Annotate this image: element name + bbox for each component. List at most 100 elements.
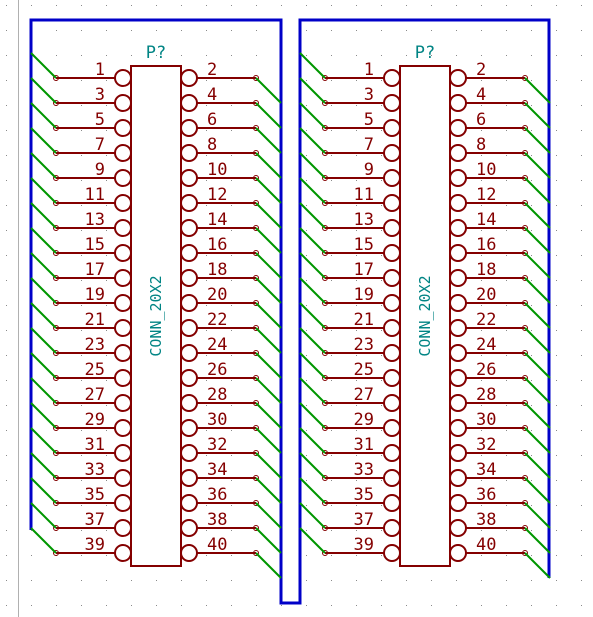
pin-29[interactable]: 29: [30, 402, 132, 437]
bus-entry-wire[interactable]: [524, 202, 551, 229]
bus-entry-wire[interactable]: [524, 552, 551, 579]
bus-entry-wire[interactable]: [524, 252, 551, 279]
bus-entry-wire[interactable]: [524, 452, 551, 479]
pin-21[interactable]: 21: [30, 302, 132, 337]
bus-entry-wire[interactable]: [299, 352, 326, 379]
pin-31[interactable]: 31: [30, 427, 132, 462]
pin-34[interactable]: 34: [180, 460, 282, 504]
pin-13[interactable]: 13: [30, 202, 132, 237]
bus-entry-wire[interactable]: [299, 327, 326, 354]
pin-19[interactable]: 19: [30, 277, 132, 312]
bus-entry-wire[interactable]: [255, 327, 282, 354]
pin-14[interactable]: 14: [449, 210, 551, 254]
pin-26[interactable]: 26: [449, 360, 551, 404]
bus-entry-wire[interactable]: [299, 477, 326, 504]
bus-entry-wire[interactable]: [255, 477, 282, 504]
bus-entry-wire[interactable]: [299, 177, 326, 204]
bus-entry-wire[interactable]: [255, 352, 282, 379]
bus-entry-wire[interactable]: [30, 477, 57, 504]
bus-entry-wire[interactable]: [255, 302, 282, 329]
pin-1[interactable]: 1: [30, 52, 132, 87]
pin-11[interactable]: 11: [30, 177, 132, 212]
pin-40[interactable]: 40: [449, 535, 551, 579]
bus-entry-wire[interactable]: [524, 427, 551, 454]
bus-entry-wire[interactable]: [255, 102, 282, 129]
bus-entry-wire[interactable]: [255, 152, 282, 179]
pin-3[interactable]: 3: [299, 77, 401, 112]
connector-body[interactable]: [399, 65, 451, 567]
bus-entry-wire[interactable]: [299, 427, 326, 454]
pin-27[interactable]: 27: [30, 377, 132, 412]
pin-7[interactable]: 7: [299, 127, 401, 162]
pin-28[interactable]: 28: [449, 385, 551, 429]
pin-12[interactable]: 12: [449, 185, 551, 229]
pin-16[interactable]: 16: [180, 235, 282, 279]
pin-37[interactable]: 37: [299, 502, 401, 537]
bus-entry-wire[interactable]: [524, 502, 551, 529]
pin-4[interactable]: 4: [449, 85, 551, 129]
pin-37[interactable]: 37: [30, 502, 132, 537]
bus-entry-wire[interactable]: [30, 127, 57, 154]
bus-entry-wire[interactable]: [524, 377, 551, 404]
pin-25[interactable]: 25: [299, 352, 401, 387]
bus-entry-wire[interactable]: [524, 402, 551, 429]
bus-entry-wire[interactable]: [255, 502, 282, 529]
pin-18[interactable]: 18: [180, 260, 282, 304]
bus-entry-wire[interactable]: [299, 202, 326, 229]
bus-entry-wire[interactable]: [524, 177, 551, 204]
pin-8[interactable]: 8: [180, 135, 282, 179]
bus-entry-wire[interactable]: [524, 227, 551, 254]
pin-28[interactable]: 28: [180, 385, 282, 429]
bus-entry-wire[interactable]: [299, 102, 326, 129]
pin-21[interactable]: 21: [299, 302, 401, 337]
pin-36[interactable]: 36: [449, 485, 551, 529]
bus-entry-wire[interactable]: [524, 527, 551, 554]
bus-entry-wire[interactable]: [299, 52, 326, 79]
pin-23[interactable]: 23: [299, 327, 401, 362]
bus-entry-wire[interactable]: [30, 102, 57, 129]
pin-32[interactable]: 32: [180, 435, 282, 479]
pin-30[interactable]: 30: [180, 410, 282, 454]
pin-13[interactable]: 13: [299, 202, 401, 237]
bus-entry-wire[interactable]: [30, 77, 57, 104]
bus-entry-wire[interactable]: [30, 202, 57, 229]
bus-entry-wire[interactable]: [255, 127, 282, 154]
pin-4[interactable]: 4: [180, 85, 282, 129]
bus-entry-wire[interactable]: [524, 277, 551, 304]
bus-entry-wire[interactable]: [255, 227, 282, 254]
bus-entry-wire[interactable]: [255, 377, 282, 404]
bus-entry-wire[interactable]: [255, 402, 282, 429]
bus-entry-wire[interactable]: [30, 527, 57, 554]
bus-entry-wire[interactable]: [299, 402, 326, 429]
bus-entry-wire[interactable]: [299, 302, 326, 329]
bus-entry-wire[interactable]: [299, 277, 326, 304]
bus-entry-wire[interactable]: [255, 177, 282, 204]
bus-entry-wire[interactable]: [524, 152, 551, 179]
bus-entry-wire[interactable]: [30, 402, 57, 429]
pin-5[interactable]: 5: [299, 102, 401, 137]
pin-40[interactable]: 40: [180, 535, 282, 579]
bus-entry-wire[interactable]: [255, 252, 282, 279]
bus-entry-wire[interactable]: [30, 427, 57, 454]
pin-3[interactable]: 3: [30, 77, 132, 112]
bus-entry-wire[interactable]: [299, 127, 326, 154]
pin-36[interactable]: 36: [180, 485, 282, 529]
bus-entry-wire[interactable]: [299, 152, 326, 179]
pin-14[interactable]: 14: [180, 210, 282, 254]
pin-39[interactable]: 39: [30, 527, 132, 562]
pin-33[interactable]: 33: [299, 452, 401, 487]
pin-27[interactable]: 27: [299, 377, 401, 412]
bus-entry-wire[interactable]: [299, 377, 326, 404]
pin-26[interactable]: 26: [180, 360, 282, 404]
pin-29[interactable]: 29: [299, 402, 401, 437]
bus-entry-wire[interactable]: [255, 202, 282, 229]
bus-entry-wire[interactable]: [255, 552, 282, 579]
pin-5[interactable]: 5: [30, 102, 132, 137]
pin-38[interactable]: 38: [449, 510, 551, 554]
connector-body[interactable]: [130, 65, 182, 567]
pin-6[interactable]: 6: [449, 110, 551, 154]
pin-20[interactable]: 20: [180, 285, 282, 329]
bus-entry-wire[interactable]: [30, 452, 57, 479]
bus-entry-wire[interactable]: [299, 527, 326, 554]
bus-entry-wire[interactable]: [255, 527, 282, 554]
